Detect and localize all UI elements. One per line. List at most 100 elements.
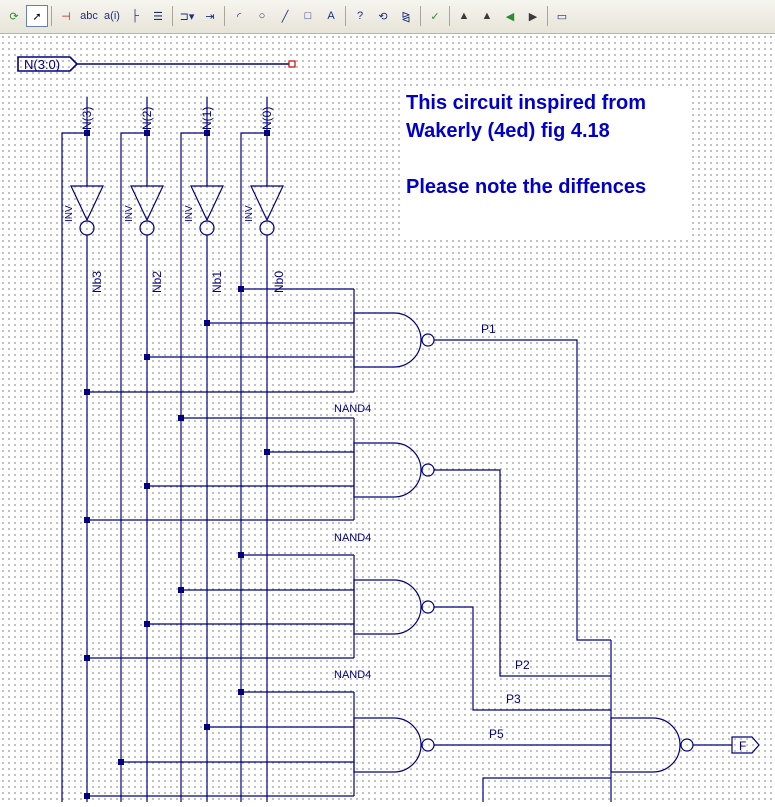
rectangle-icon[interactable]: □ — [304, 10, 312, 22]
arc-icon[interactable]: ◜ — [236, 10, 242, 23]
forward-icon[interactable]: ▶ — [528, 10, 538, 23]
wire-n2-rail[interactable] — [120, 132, 147, 802]
junction — [84, 389, 90, 395]
toolbar-separator — [224, 6, 225, 26]
check-schematic-icon[interactable]: ✓ — [430, 10, 440, 23]
bus-port-shape[interactable] — [17, 56, 79, 72]
input-label-n3: N(3) — [80, 107, 94, 130]
inverter-1-bubble — [199, 220, 215, 236]
wire-n3-rail[interactable] — [61, 132, 87, 802]
toolbar-separator — [51, 6, 52, 26]
note-line-2: Wakerly (4ed) fig 4.18 — [406, 120, 610, 142]
help-icon[interactable]: ? — [356, 10, 364, 22]
input-label-n2: N(2) — [140, 107, 154, 130]
wire-p3[interactable] — [434, 606, 611, 711]
inverter-0[interactable] — [250, 185, 284, 222]
output-label-f: F — [739, 739, 746, 753]
rotate-icon[interactable]: ⟲ — [378, 10, 388, 23]
bus-icon[interactable]: ☰ — [153, 10, 163, 23]
input-label-n0: N(0) — [260, 107, 274, 130]
circle-icon[interactable]: ○ — [258, 10, 266, 22]
junction — [84, 793, 90, 799]
nand-gate-4-bubble — [421, 738, 435, 752]
junction — [144, 621, 150, 627]
attribute-icon[interactable]: a(i) — [104, 10, 120, 22]
junction — [238, 552, 244, 558]
net-label-p5: P5 — [489, 727, 504, 741]
window-icon[interactable]: ▭ — [556, 10, 568, 23]
final-nand-gate[interactable] — [610, 717, 681, 773]
inverter-label-2: INV — [124, 205, 135, 222]
wire-extra[interactable] — [482, 777, 611, 802]
pin-icon[interactable]: ⊣ — [61, 10, 71, 23]
bus-end-marker[interactable] — [288, 60, 296, 68]
junction — [264, 449, 270, 455]
bus-tap-icon[interactable]: ├ — [131, 10, 139, 22]
inverter-label-3: INV — [64, 205, 75, 222]
nand-gate-3[interactable] — [353, 579, 422, 635]
inverter-2-bubble — [139, 220, 155, 236]
text-icon[interactable]: A — [327, 10, 335, 22]
inverter-3-bubble — [79, 220, 95, 236]
junction — [84, 655, 90, 661]
nand-gate-3-bubble — [421, 600, 435, 614]
bus-label: N(3:0) — [24, 57, 60, 72]
junction — [118, 759, 124, 765]
toolbar: ⟳ ➚ ⊣ abc a(i) ├ ☰ ⊐▾ ⇥ ◜ ○ ╱ □ A? ⟲ ⧎ ✓ ▲ ▲ ◀ ▶ ▭ — [0, 0, 775, 34]
wire-n0-rail[interactable] — [240, 132, 267, 802]
wire-n1-rail[interactable] — [180, 132, 207, 802]
inverter-0-bubble — [259, 220, 275, 236]
junction — [204, 130, 210, 136]
refresh-icon[interactable]: ⟳ — [9, 10, 19, 23]
junction — [144, 483, 150, 489]
schematic: N(3:0) N(3) N(2) N(1) N(0) INV INV INV I… — [17, 56, 760, 802]
net-label-p1: P1 — [481, 322, 496, 336]
net-label-nb2: Nb2 — [150, 271, 164, 293]
junction — [178, 415, 184, 421]
inverter-label-1: INV — [184, 205, 195, 222]
toolbar-separator — [449, 6, 450, 26]
nand-gate-4[interactable] — [353, 717, 422, 773]
inverter-3[interactable] — [70, 185, 104, 222]
nand-gate-1[interactable] — [353, 312, 422, 368]
final-nand-gate-bubble — [680, 738, 694, 752]
net-label-icon[interactable]: abc — [80, 10, 98, 22]
net-label-nb3: Nb3 — [90, 271, 104, 293]
note-line-3: Please note the diffences — [406, 176, 646, 198]
toolbar-separator — [345, 6, 346, 26]
schematic-canvas[interactable]: N(3:0) N(3) N(2) N(1) N(0) INV INV INV I… — [0, 34, 775, 802]
push-down-icon[interactable]: ▲ — [458, 10, 470, 22]
input-label-n1: N(1) — [200, 107, 214, 130]
toolbar-separator — [547, 6, 548, 26]
net-label-p3: P3 — [506, 692, 521, 706]
output-port-shape[interactable] — [731, 736, 760, 754]
junction — [144, 130, 150, 136]
junction — [84, 130, 90, 136]
io-marker-icon[interactable]: ⇥ — [205, 10, 215, 23]
inverter-1[interactable] — [190, 185, 224, 222]
junction — [204, 724, 210, 730]
note-box — [402, 88, 690, 240]
net-label-p2: P2 — [515, 658, 530, 672]
net-label-nb1: Nb1 — [210, 271, 224, 293]
toolbar-separator — [420, 6, 421, 26]
nand-gate-1-bubble — [421, 333, 435, 347]
junction — [178, 587, 184, 593]
select-pointer-icon[interactable]: ➚ — [26, 5, 48, 27]
junction — [144, 354, 150, 360]
back-icon[interactable]: ◀ — [505, 10, 515, 23]
junction — [238, 286, 244, 292]
add-symbol-icon[interactable]: ⊐▾ — [179, 10, 195, 23]
mirror-icon[interactable]: ⧎ — [401, 10, 411, 23]
wire-p1[interactable] — [434, 339, 611, 641]
inverter-2[interactable] — [130, 185, 164, 222]
junction — [204, 320, 210, 326]
nand-gate-2-bubble — [421, 463, 435, 477]
nand-gate-2[interactable] — [353, 442, 422, 498]
wire-p2[interactable] — [434, 469, 611, 677]
junction — [84, 517, 90, 523]
inverter-label-0: INV — [244, 205, 255, 222]
pop-up-icon[interactable]: ▲ — [481, 10, 493, 22]
net-label-nb0: Nb0 — [272, 271, 286, 293]
line-icon[interactable]: ╱ — [281, 10, 289, 23]
